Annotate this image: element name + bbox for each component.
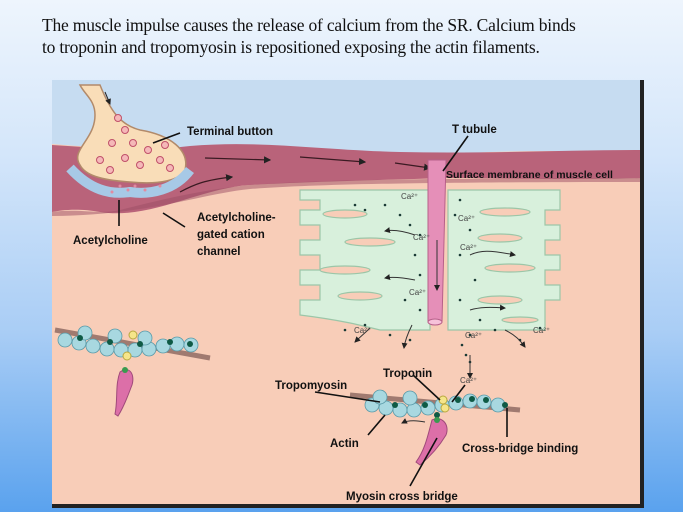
label-cross-bridge-binding: Cross-bridge binding [462, 443, 578, 455]
label-ach-channel-line1: Acetylcholine- [197, 212, 276, 224]
label-t-tubule: T tubule [452, 124, 497, 136]
terminal-button [66, 84, 194, 198]
calcium-label: Ca²⁺ [460, 243, 477, 252]
sarcoplasmic-reticulum [299, 189, 561, 331]
label-surface-membrane: Surface membrane of muscle cell [446, 169, 613, 181]
calcium-ions [343, 198, 542, 364]
thin-filament-binding [349, 389, 521, 466]
thin-filament-relaxed [54, 325, 211, 417]
label-tropomyosin: Tropomyosin [275, 380, 347, 392]
calcium-label: Ca²⁺ [458, 214, 475, 223]
calcium-label: Ca²⁺ [465, 331, 482, 340]
label-troponin: Troponin [383, 368, 432, 380]
calcium-label: Ca²⁺ [354, 326, 371, 335]
impulse-arrows [179, 156, 432, 193]
extracellular-space [52, 80, 644, 154]
surface-membrane [52, 144, 644, 214]
label-ach-channel-line2: gated cation [197, 229, 265, 241]
label-acetylcholine: Acetylcholine [73, 235, 148, 247]
label-ach-channel-line3: channel [197, 246, 240, 258]
calcium-label: Ca²⁺ [401, 192, 418, 201]
label-terminal-button: Terminal button [187, 126, 273, 138]
calcium-label: Ca²⁺ [533, 326, 550, 335]
caption-line-2: to troponin and tropomyosin is repositio… [42, 37, 540, 57]
calcium-label: Ca²⁺ [409, 288, 426, 297]
leader-lines [118, 132, 508, 487]
slide-caption: The muscle impulse causes the release of… [42, 14, 662, 58]
caption-line-1: The muscle impulse causes the release of… [42, 15, 576, 35]
label-myosin-cross-bridge: Myosin cross bridge [346, 491, 458, 503]
calcium-label: Ca²⁺ [460, 376, 477, 385]
calcium-label: Ca²⁺ [413, 233, 430, 242]
label-actin: Actin [330, 438, 359, 450]
